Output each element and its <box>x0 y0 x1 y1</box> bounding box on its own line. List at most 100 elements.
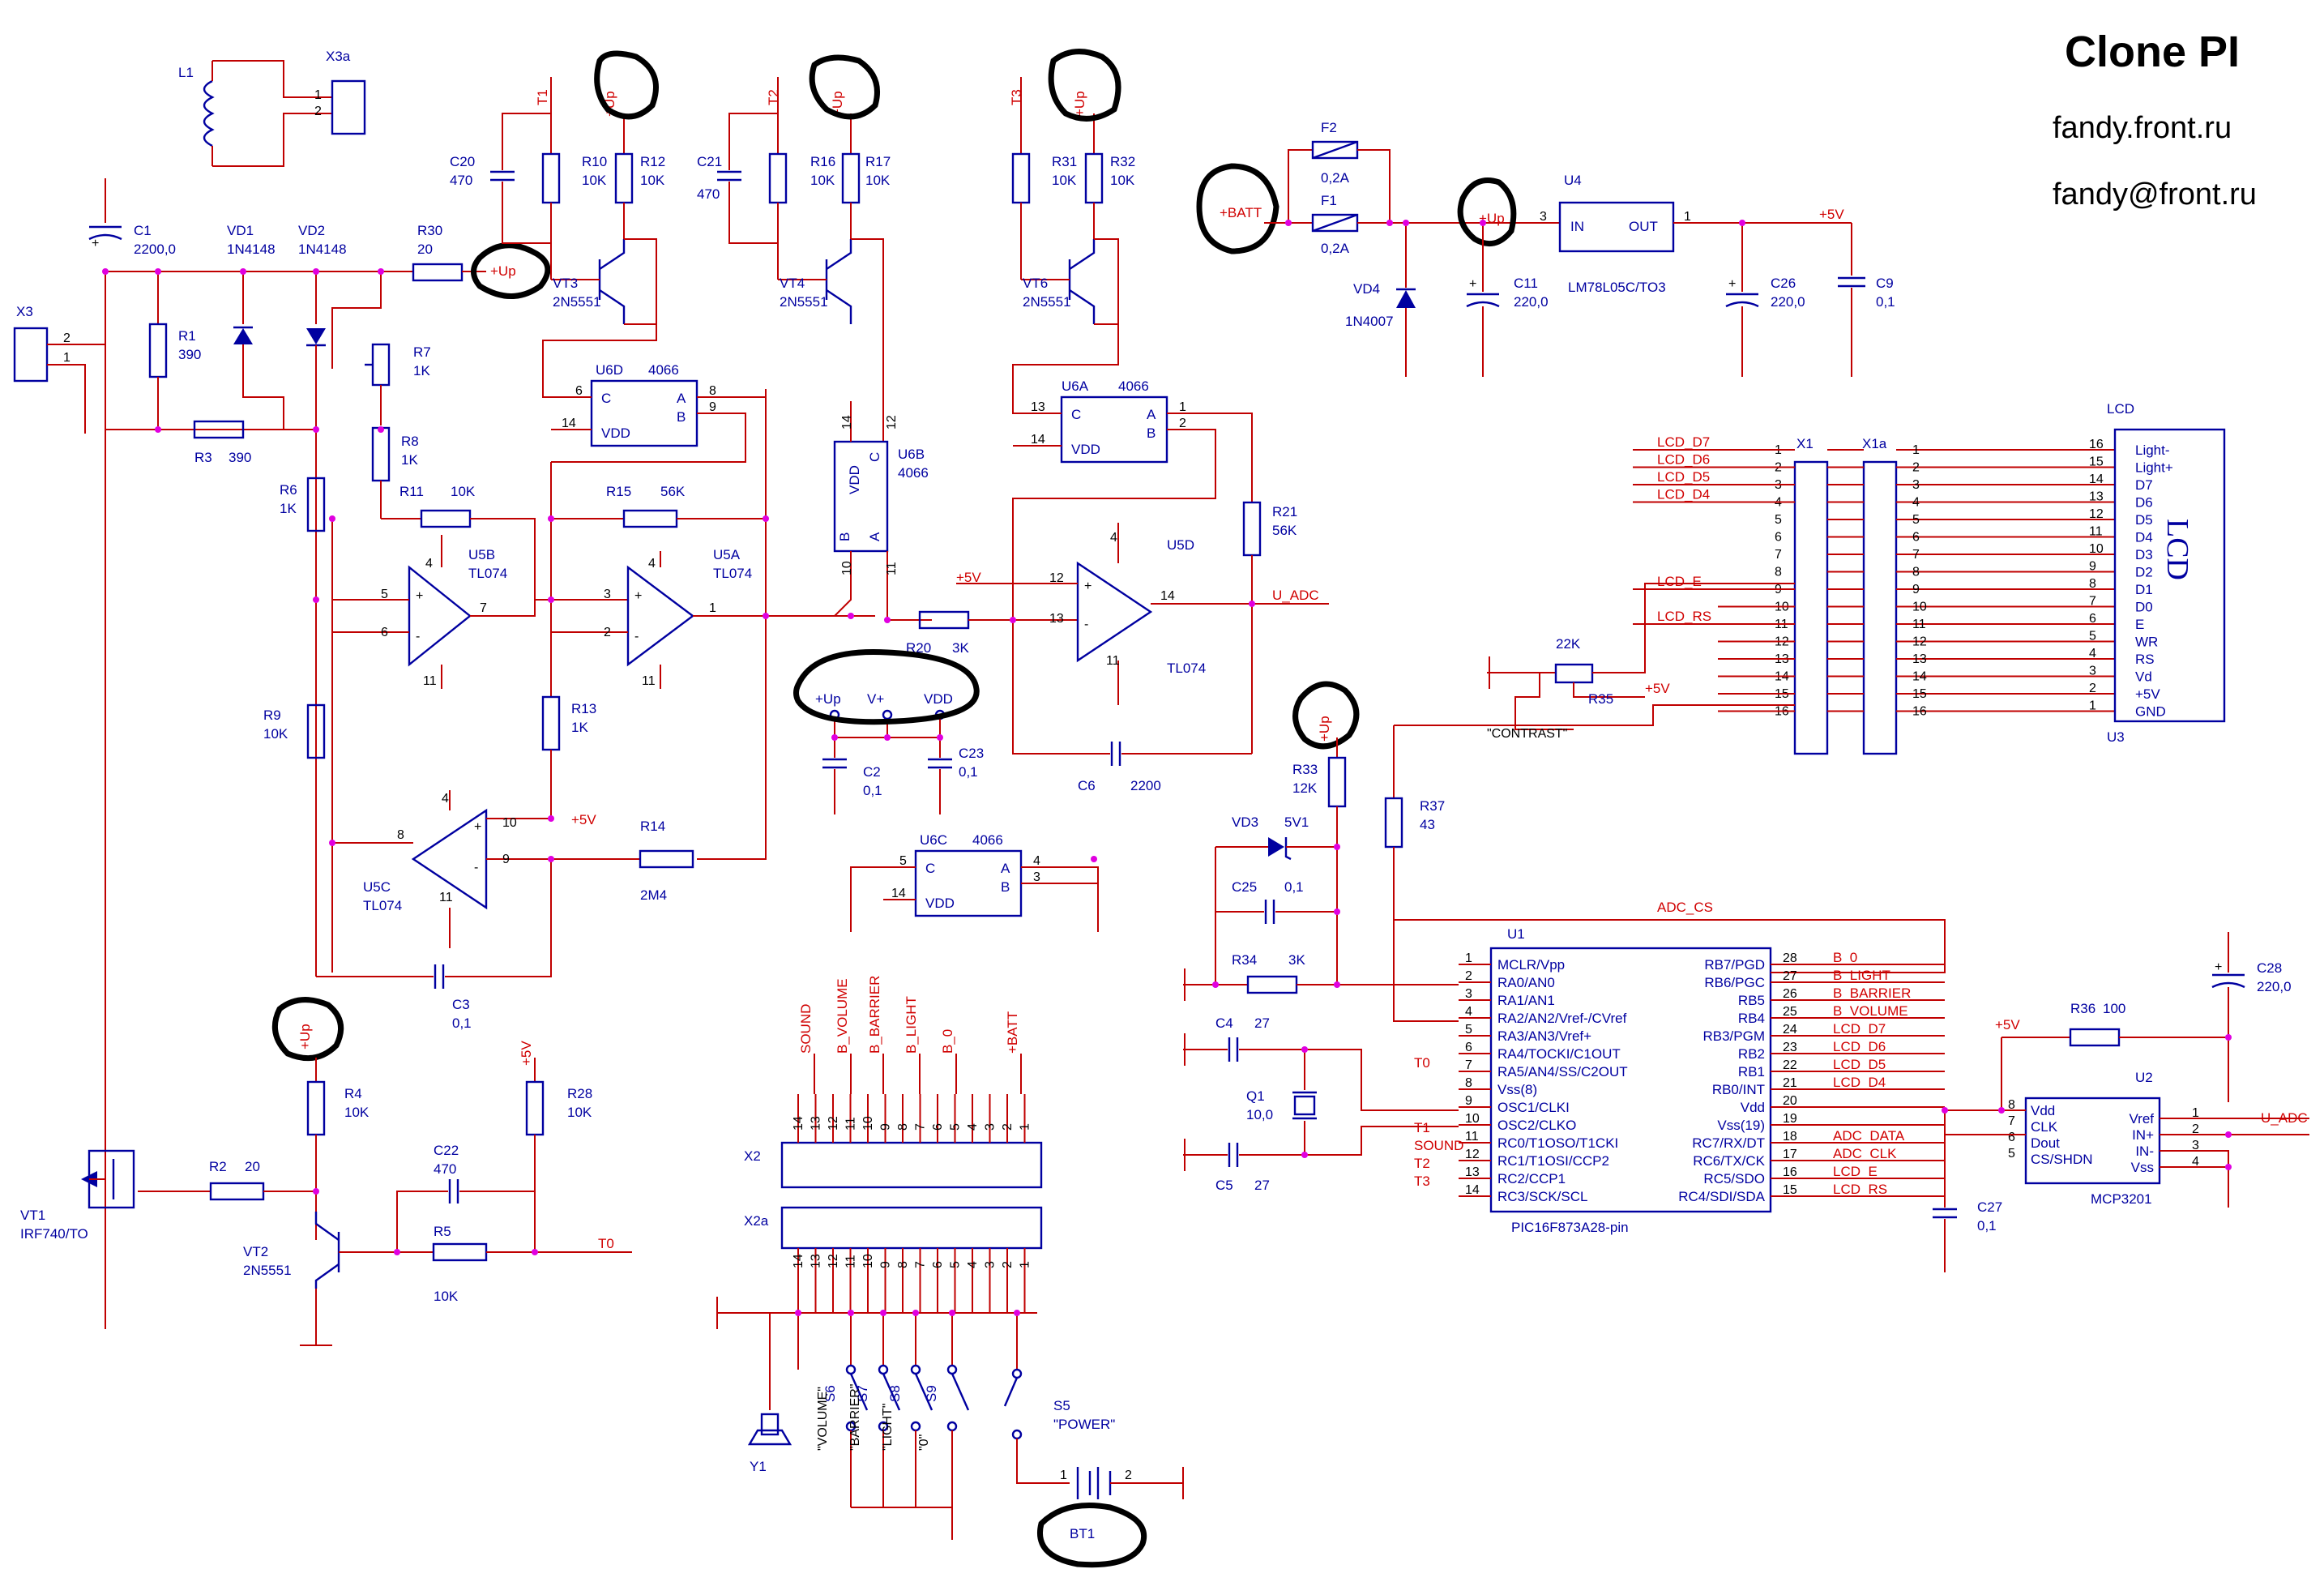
svg-text:0,2A: 0,2A <box>1321 241 1350 256</box>
svg-text:R37: R37 <box>1420 798 1445 814</box>
svg-text:LM78L05C/TO3: LM78L05C/TO3 <box>1568 280 1666 295</box>
svg-text:2: 2 <box>314 105 322 118</box>
svg-text:56K: 56K <box>660 484 686 499</box>
resistor-r13: R13 1K <box>541 695 596 819</box>
svg-text:VD2: VD2 <box>298 223 325 238</box>
svg-text:13: 13 <box>1031 400 1045 414</box>
svg-text:12: 12 <box>827 1116 840 1131</box>
svg-text:2: 2 <box>604 626 611 639</box>
pic-net-label: LCD_D4 <box>1833 1075 1886 1090</box>
svg-text:C4: C4 <box>1215 1015 1233 1031</box>
trimmer-r35: 22K R35 "CONTRAST" +5V <box>1487 583 1795 741</box>
svg-text:5: 5 <box>2008 1147 2015 1161</box>
resistor-r5: R5 10K T0 <box>348 1224 632 1304</box>
capacitor-c4: C4 27 <box>1183 1015 1459 1111</box>
svg-text:R36: R36 <box>2070 1001 2095 1016</box>
svg-text:X3a: X3a <box>326 49 351 64</box>
svg-text:1: 1 <box>314 88 322 102</box>
pic-pin-name: RA3/AN3/Vref+ <box>1497 1028 1591 1044</box>
svg-text:U4: U4 <box>1564 173 1582 188</box>
svg-text:S5: S5 <box>1053 1398 1070 1413</box>
svg-text:+5V: +5V <box>956 570 981 585</box>
svg-text:+Up: +Up <box>815 691 841 707</box>
power-header-marker <box>793 649 980 725</box>
resistor-r6: R6 1K <box>280 477 326 532</box>
t3-net: T3 <box>1009 89 1024 105</box>
svg-text:5V1: 5V1 <box>1284 814 1309 830</box>
svg-text:14: 14 <box>792 1254 805 1268</box>
diode-vd4: VD4 1N4007 <box>1345 223 1416 377</box>
pic-pin-name: RB0/INT <box>1712 1082 1765 1097</box>
lcd-pin-num: 14 <box>2089 472 2104 486</box>
lcd-pin-num: 1 <box>2089 699 2096 713</box>
svg-text:10K: 10K <box>1110 173 1135 188</box>
resistor-r11: R11 10K <box>381 484 536 617</box>
pic-pin-name: RA5/AN4/SS/C2OUT <box>1497 1064 1628 1079</box>
lcd-pin-name: WR <box>2135 635 2158 650</box>
pic-pin-num: 22 <box>1783 1058 1797 1072</box>
svg-text:+Up: +Up <box>490 263 516 279</box>
resistor-r10: R10 10K <box>541 152 607 280</box>
svg-text:R30: R30 <box>417 223 442 238</box>
svg-text:1: 1 <box>1684 210 1691 224</box>
t1-net: T1 <box>535 89 550 105</box>
svg-text:VT4: VT4 <box>780 276 805 291</box>
svg-text:4: 4 <box>442 792 449 806</box>
pic-pin-num: 1 <box>1465 951 1472 965</box>
svg-text:VT3: VT3 <box>553 276 578 291</box>
pic-net-label: LCD_D6 <box>1833 1039 1886 1054</box>
resistor-r33: R33 12K <box>1292 737 1347 985</box>
resistor-r4: R4 10K <box>306 1058 370 1240</box>
svg-text:PIC16F873A28-pin: PIC16F873A28-pin <box>1511 1220 1629 1235</box>
switch-u6b: U6B 4066 VDD C B A 14 12 10 11 <box>833 401 929 617</box>
svg-text:VT1: VT1 <box>20 1208 45 1223</box>
lcd-pin-name: D1 <box>2135 582 2153 597</box>
pic-pin-name: RC5/SDO <box>1703 1171 1765 1186</box>
svg-text:0,1: 0,1 <box>1876 294 1895 310</box>
svg-text:C: C <box>925 861 935 876</box>
lcd-pin-num: 8 <box>2089 577 2096 591</box>
lcd-pin-name: GND <box>2135 704 2166 720</box>
svg-text:3: 3 <box>1912 478 1920 492</box>
svg-text:C: C <box>601 391 611 406</box>
svg-text:11: 11 <box>1912 618 1926 631</box>
connector-x2: X2 <box>744 1141 1043 1189</box>
svg-text:TL074: TL074 <box>468 566 507 581</box>
svg-text:1: 1 <box>63 351 70 365</box>
svg-text:B_BARRIER: B_BARRIER <box>867 976 882 1054</box>
svg-text:VT2: VT2 <box>243 1244 268 1259</box>
svg-text:C22: C22 <box>434 1143 459 1158</box>
svg-text:R13: R13 <box>571 701 596 716</box>
svg-text:U6D: U6D <box>596 362 623 378</box>
lcd-pin-name: D0 <box>2135 600 2153 615</box>
pic-pin-name: OSC1/CLKI <box>1497 1100 1570 1115</box>
svg-text:6: 6 <box>1775 531 1782 545</box>
pic-pin-name: Vss(19) <box>1717 1118 1765 1133</box>
svg-text:10,0: 10,0 <box>1246 1107 1273 1122</box>
svg-text:B: B <box>677 409 686 425</box>
svg-text:1K: 1K <box>571 720 588 735</box>
svg-text:R12: R12 <box>640 154 665 169</box>
svg-text:R15: R15 <box>606 484 631 499</box>
svg-text:"CONTRAST": "CONTRAST" <box>1487 727 1567 741</box>
junction-dots <box>102 220 2232 1316</box>
svg-text:VDD: VDD <box>847 465 862 494</box>
svg-text:12: 12 <box>1912 635 1927 649</box>
svg-text:+: + <box>474 820 481 834</box>
svg-text:10K: 10K <box>640 173 665 188</box>
svg-text:12: 12 <box>1049 571 1064 585</box>
diode-vd1: VD1 1N4148 <box>227 223 284 430</box>
svg-text:2N5551: 2N5551 <box>243 1263 292 1278</box>
pic-net-label: B_LIGHT <box>1833 968 1890 983</box>
svg-text:0,1: 0,1 <box>1284 879 1304 895</box>
lcd-pin-num: 13 <box>2089 490 2104 504</box>
svg-text:4066: 4066 <box>898 465 929 481</box>
svg-text:C3: C3 <box>452 997 470 1012</box>
svg-text:LCD_D6: LCD_D6 <box>1657 452 1710 468</box>
pic-left-net: SOUND <box>1414 1138 1463 1153</box>
up-marker-r30 <box>471 242 551 299</box>
